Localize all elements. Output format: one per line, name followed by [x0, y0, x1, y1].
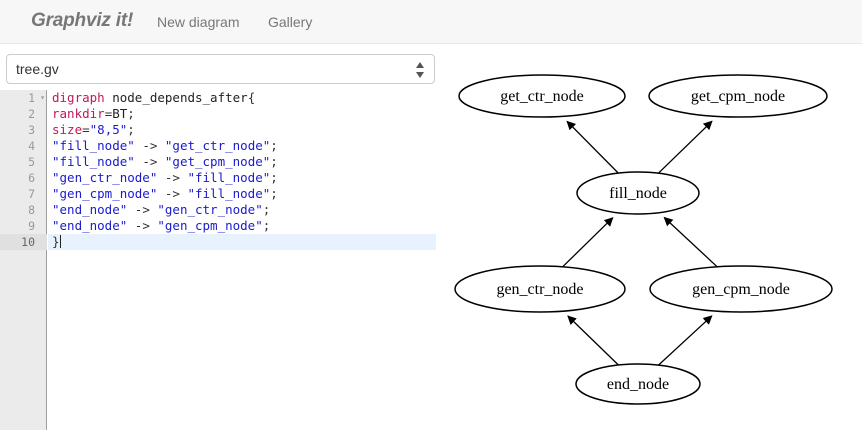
code-token-id: node_depends_after: [104, 90, 248, 105]
line-number-7: 7: [28, 187, 35, 201]
graph-node-label: gen_ctr_node: [496, 281, 583, 298]
graph-edge-fill_node-to-get_cpm_node: [657, 120, 713, 174]
file-select-value: tree.gv: [16, 61, 59, 77]
line-number-10: 10: [0, 234, 47, 250]
code-token-op: ->: [157, 170, 188, 185]
file-select[interactable]: tree.gv: [6, 54, 435, 84]
code-token-op: ->: [127, 202, 158, 217]
graph-edges: [562, 120, 718, 366]
code-token-op: ->: [157, 186, 188, 201]
code-token-str: "end_node": [52, 218, 128, 233]
code-token-str: "gen_cpm_node": [52, 186, 158, 201]
nav-link-new-diagram[interactable]: New diagram: [157, 14, 240, 30]
graphviz-diagram: get_ctr_node get_cpm_node fill_node gen_ctr…: [454, 74, 833, 405]
code-token-str: "fill_node": [52, 154, 135, 169]
app-brand[interactable]: Graphviz it!: [31, 10, 134, 31]
graph-node-get_cpm_node[interactable]: get_cpm_node: [648, 74, 828, 118]
graph-node-fill_node[interactable]: fill_node: [576, 171, 700, 215]
file-select-wrapper[interactable]: tree.gv: [6, 54, 435, 84]
graph-node-end_node[interactable]: end_node: [575, 363, 701, 405]
code-token-kw: size: [52, 122, 83, 137]
code-line-3[interactable]: size="8,5";: [48, 122, 436, 138]
code-token-str: "fill_node": [187, 170, 271, 185]
code-text-area[interactable]: digraph node_depends_after{rankdir=BT;si…: [48, 90, 436, 430]
code-line-2[interactable]: rankdir=BT;: [48, 106, 436, 122]
graph-node-gen_cpm_node[interactable]: gen_cpm_node: [649, 265, 833, 313]
line-number-6: 6: [28, 171, 35, 185]
top-navbar: Graphviz it! New diagram Gallery: [0, 0, 862, 44]
code-token-str: "fill_node": [187, 186, 271, 201]
code-token-pun: ;: [127, 106, 135, 121]
code-token-str: "get_cpm_node": [164, 154, 271, 169]
code-line-10[interactable]: }: [48, 234, 436, 250]
code-token-str: "gen_ctr_node": [157, 202, 263, 217]
graph-edge-fill_node-to-get_ctr_node: [566, 120, 619, 174]
code-token-str: "get_ctr_node": [164, 138, 271, 153]
code-token-kw: rankdir: [52, 106, 105, 121]
line-number-3: 3: [28, 123, 35, 137]
code-token-str: "gen_cpm_node": [157, 218, 263, 233]
graph-node-shape: [649, 265, 833, 313]
graph-edge-end_node-to-gen_cpm_node: [658, 315, 713, 366]
code-token-pun: ;: [127, 122, 135, 137]
line-number-5: 5: [28, 155, 35, 169]
graph-node-shape: [454, 265, 626, 313]
line-number-1: 1▾: [28, 91, 45, 105]
line-number-9: 9: [28, 219, 35, 233]
graph-node-get_ctr_node[interactable]: get_ctr_node: [458, 74, 626, 118]
graph-node-gen_ctr_node[interactable]: gen_ctr_node: [454, 265, 626, 313]
code-token-op: =: [104, 106, 113, 121]
code-token-str: "8,5": [89, 122, 128, 137]
line-number-8: 8: [28, 203, 35, 217]
code-line-6[interactable]: "gen_ctr_node" -> "fill_node";: [48, 170, 436, 186]
graph-node-shape: [575, 363, 701, 405]
code-fold-icon[interactable]: ▾: [40, 93, 45, 102]
code-token-op: ->: [134, 138, 165, 153]
graph-edge-gen_cpm_node-to-fill_node: [663, 216, 718, 268]
graph-edge-gen_ctr_node-to-fill_node: [562, 217, 614, 268]
code-token-op: ->: [134, 154, 165, 169]
code-token-kw: digraph: [52, 90, 105, 105]
code-token-pun: ;: [270, 186, 278, 201]
code-line-1[interactable]: digraph node_depends_after{: [48, 90, 436, 106]
graph-preview-pane[interactable]: get_ctr_node get_cpm_node fill_node gen_ctr…: [436, 45, 862, 430]
nav-link-gallery[interactable]: Gallery: [268, 14, 313, 30]
graph-nodes: get_ctr_node get_cpm_node fill_node gen_ctr…: [454, 74, 833, 405]
code-token-pun: ;: [262, 202, 271, 217]
graph-node-label: get_ctr_node: [500, 88, 584, 105]
code-token-op: =: [82, 122, 90, 137]
code-token-str: "fill_node": [52, 138, 135, 153]
graph-node-label: get_cpm_node: [691, 88, 785, 105]
code-line-7[interactable]: "gen_cpm_node" -> "fill_node";: [48, 186, 436, 202]
code-line-9[interactable]: "end_node" -> "gen_cpm_node";: [48, 218, 436, 234]
graph-node-shape: [576, 171, 700, 215]
graph-node-label: fill_node: [609, 185, 667, 202]
code-line-4[interactable]: "fill_node" -> "get_ctr_node";: [48, 138, 436, 154]
code-token-str: "gen_ctr_node": [52, 170, 158, 185]
line-number-4: 4: [28, 139, 35, 153]
line-number-2: 2: [28, 107, 35, 121]
graph-node-shape: [648, 74, 828, 118]
code-token-pun: ;: [270, 170, 278, 185]
code-token-id: BT: [112, 106, 128, 121]
code-line-5[interactable]: "fill_node" -> "get_cpm_node";: [48, 154, 436, 170]
updown-spinner-icon: [416, 62, 424, 78]
code-token-pun: ;: [270, 138, 278, 153]
text-cursor: [59, 235, 61, 248]
code-token-pun: ;: [262, 218, 271, 233]
code-token-op: ->: [127, 218, 158, 233]
graph-node-label: gen_cpm_node: [692, 281, 790, 298]
code-line-8[interactable]: "end_node" -> "gen_ctr_node";: [48, 202, 436, 218]
graph-edge-end_node-to-gen_ctr_node: [567, 315, 619, 366]
code-token-pun: ;: [270, 154, 278, 169]
code-token-pun: }: [52, 234, 60, 249]
code-token-pun: {: [247, 90, 256, 105]
graph-node-label: end_node: [607, 376, 669, 393]
graph-node-shape: [458, 74, 626, 118]
code-token-str: "end_node": [52, 202, 128, 217]
